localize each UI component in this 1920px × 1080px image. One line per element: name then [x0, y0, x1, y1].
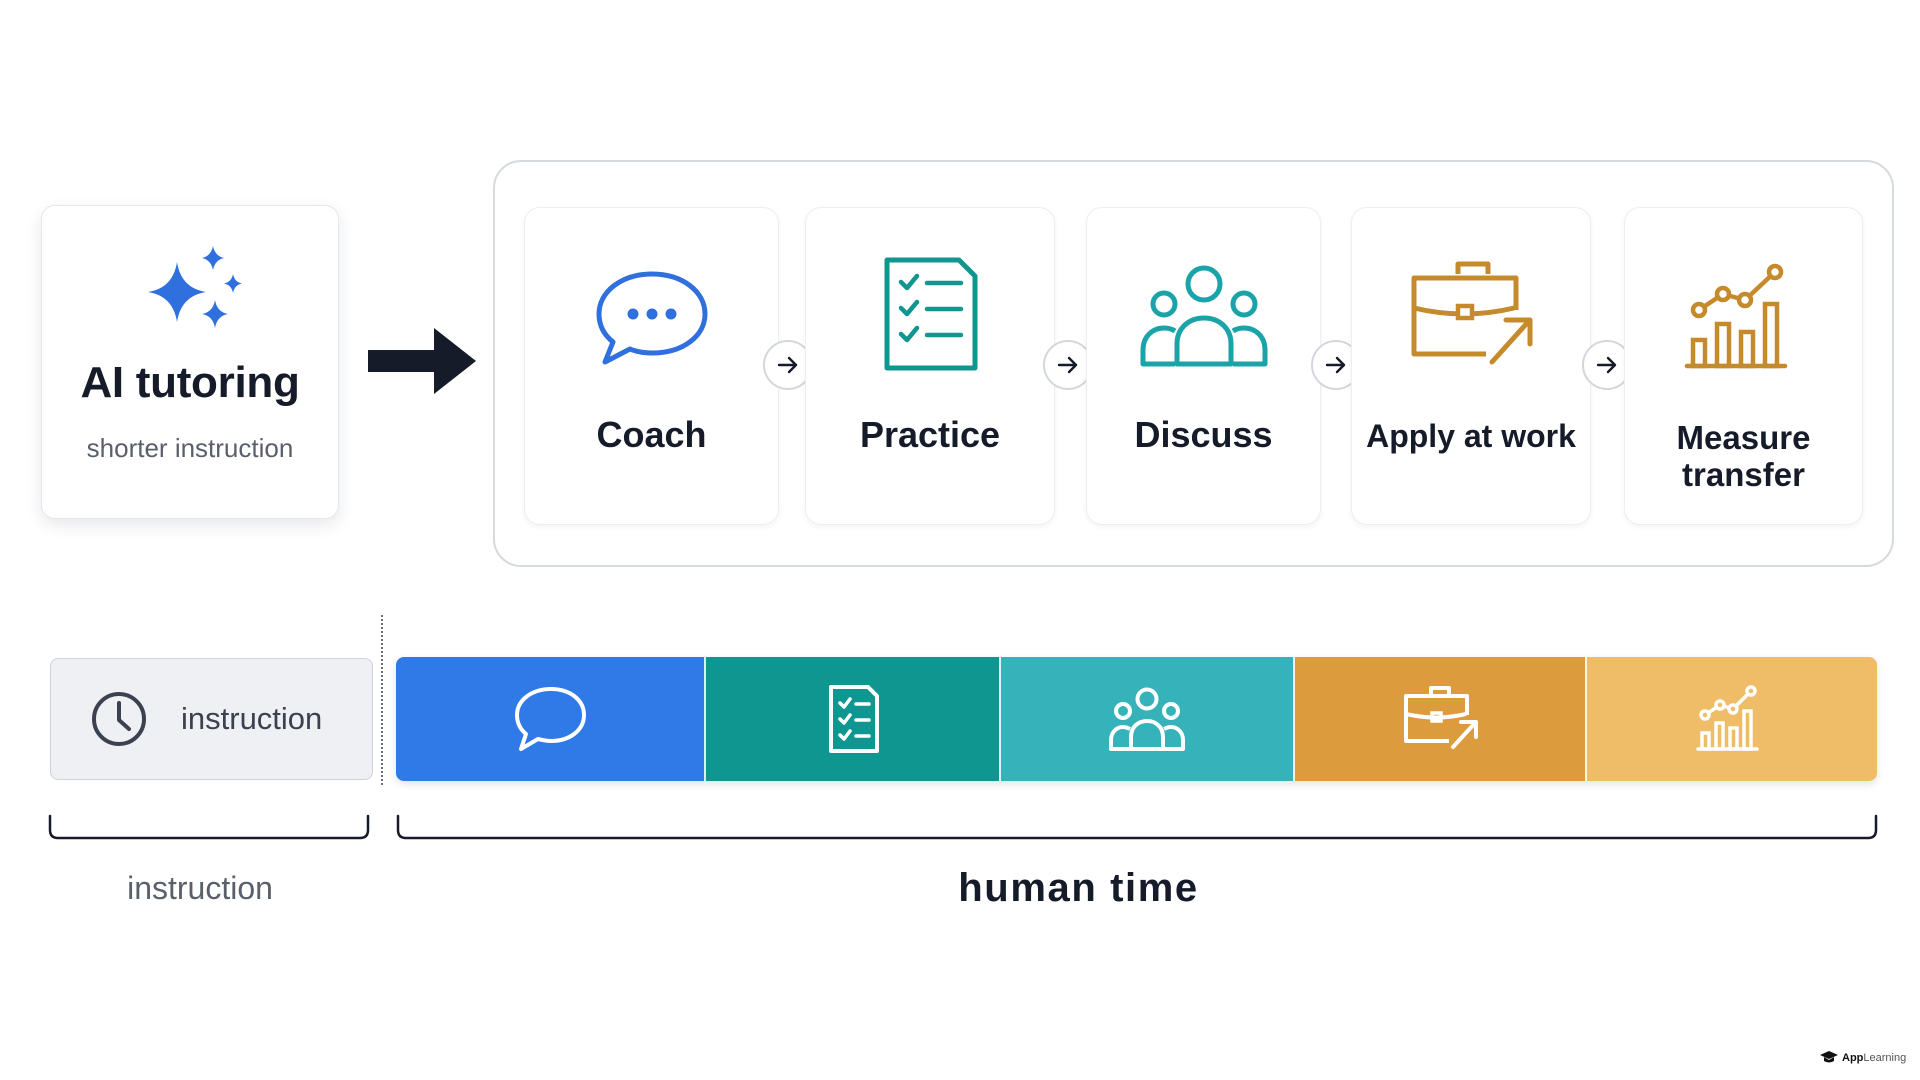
step-card-coach: Coach: [524, 207, 779, 525]
step-label-practice: Practice: [859, 414, 1001, 455]
segment-discuss: [998, 657, 1294, 781]
step-card-measure-transfer: Measure transfer: [1624, 207, 1863, 525]
step-card-discuss: Discuss: [1086, 207, 1321, 525]
divider-line: [381, 615, 383, 785]
human-time-bracket: [396, 814, 1878, 840]
segment-apply-at-work: [1293, 657, 1585, 781]
instruction-caption: instruction: [127, 870, 273, 906]
next-arrow-icon: [1582, 340, 1632, 390]
segment-measure-transfer: [1584, 657, 1877, 781]
step-card-apply-at-work: Apply at work: [1351, 207, 1591, 525]
segment-coach: [396, 657, 705, 781]
instruction-bracket: [48, 814, 370, 840]
step-label-discuss: Discuss: [1134, 414, 1273, 455]
logo-text-learning: Learning: [1863, 1052, 1907, 1064]
ai-tutoring-title: AI tutoring: [80, 358, 300, 407]
human-time-bar: [396, 657, 1877, 781]
graduation-cap-icon: [1820, 1051, 1838, 1063]
app-learning-logo: App Learning: [1820, 1048, 1906, 1068]
briefcase-arrow-icon: [1406, 256, 1536, 376]
checklist-icon: [865, 256, 995, 376]
instruction-segment: instruction: [50, 658, 373, 780]
step-label-coach: Coach: [596, 414, 707, 455]
chat-bubble-icon: [587, 256, 717, 376]
human-time-caption: human time: [958, 866, 1199, 910]
bar-chart-trend-icon: [1679, 256, 1809, 376]
people-group-icon: [1139, 256, 1269, 376]
step-label-apply-at-work: Apply at work: [1366, 418, 1576, 454]
human-steps-panel: Coach Practice: [493, 160, 1894, 567]
segment-practice: [704, 657, 999, 781]
logo-text-app: App: [1842, 1052, 1864, 1064]
briefcase-arrow-icon: [1401, 683, 1479, 755]
bar-chart-trend-icon: [1693, 683, 1771, 755]
next-arrow-icon: [763, 340, 813, 390]
right-arrow-icon: [368, 326, 476, 396]
chat-bubble-icon: [511, 683, 589, 755]
ai-tutoring-subtitle: shorter instruction: [86, 433, 294, 463]
ai-tutoring-card: AI tutoring shorter instruction: [41, 205, 339, 519]
step-label-measure-transfer: Measure transfer: [1676, 419, 1811, 493]
instruction-segment-label: instruction: [181, 701, 323, 736]
step-card-practice: Practice: [805, 207, 1055, 525]
people-group-icon: [1108, 683, 1186, 755]
sparkles-icon: [132, 246, 250, 346]
clock-icon: [89, 689, 149, 749]
checklist-icon: [814, 683, 892, 755]
